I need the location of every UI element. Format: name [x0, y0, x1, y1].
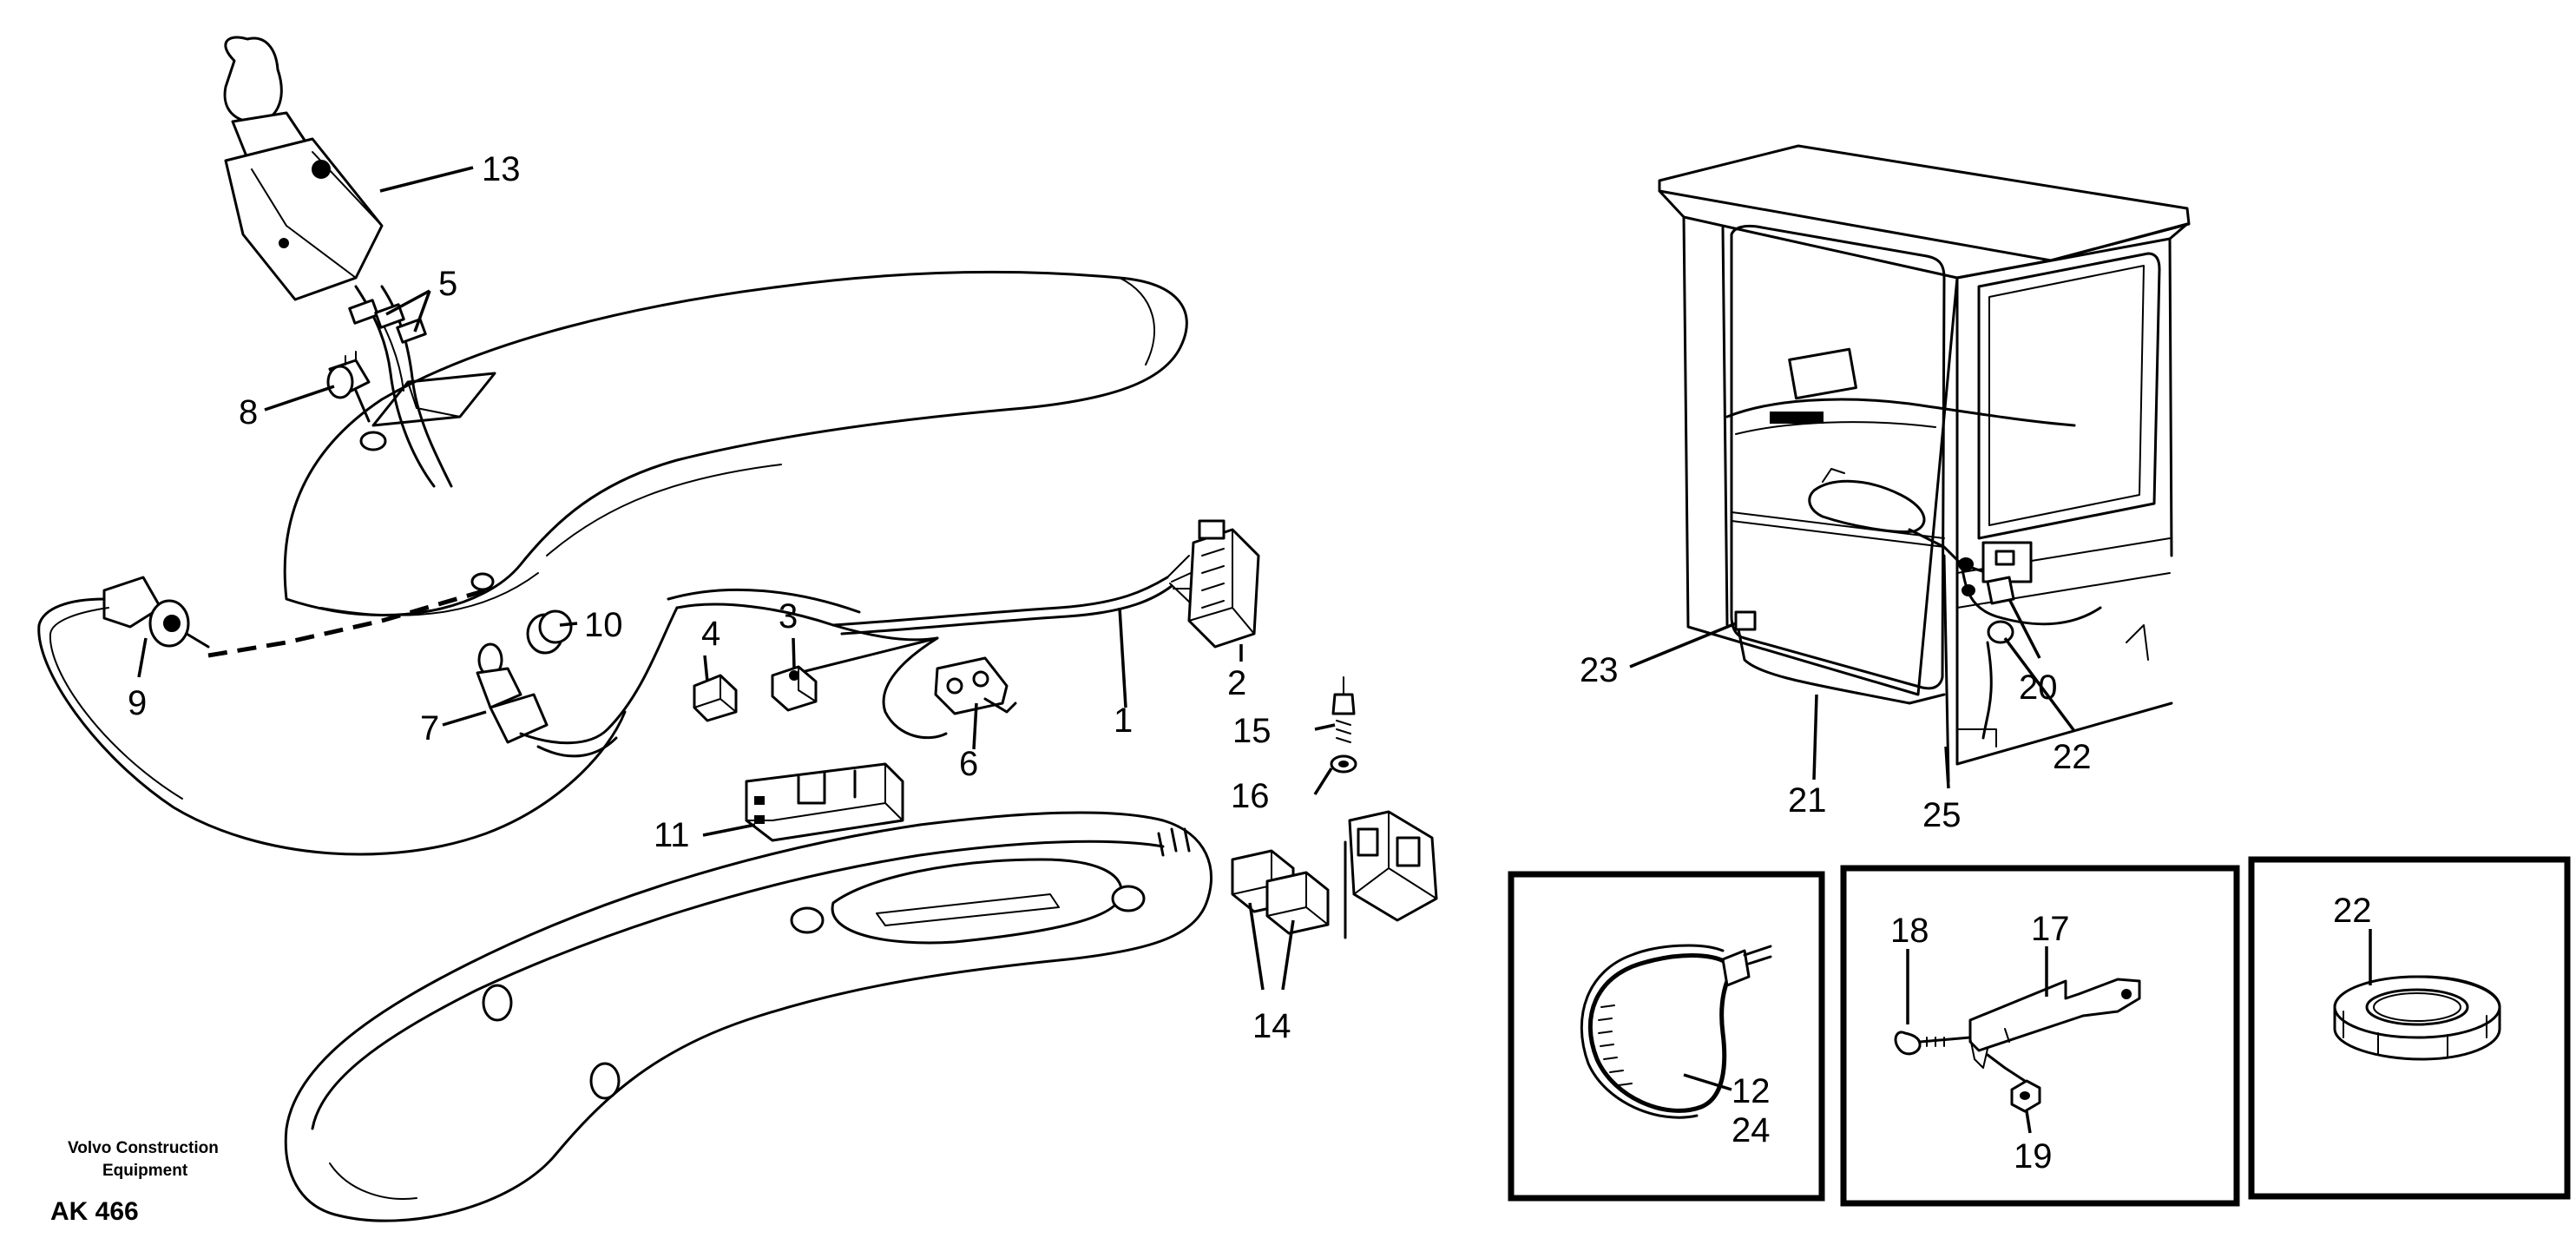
callout-2: 2 — [1227, 664, 1246, 702]
knob-8 — [326, 351, 371, 423]
relay-holder — [1344, 810, 1438, 939]
clamp-bracket — [1968, 978, 2141, 1069]
brand-line-1: Volvo Construction — [68, 1139, 219, 1157]
callout-12: 12 — [1732, 1072, 1771, 1110]
armrest-upper-cover — [283, 270, 1188, 617]
callout-25: 25 — [1922, 796, 1962, 834]
callout-14: 14 — [1252, 1007, 1291, 1045]
armrest-lower-tray — [284, 811, 1213, 1222]
switch-9 — [37, 576, 627, 856]
detail-box-nut — [2248, 856, 2571, 1200]
bolt-18 — [1894, 1031, 1972, 1056]
switch-7 — [476, 606, 679, 758]
plug-3 — [771, 665, 818, 712]
joystick-lever — [223, 36, 453, 488]
callout-19: 19 — [2014, 1137, 2053, 1176]
callout-20: 20 — [2019, 669, 2058, 707]
knob-10 — [526, 609, 573, 655]
callout-21: 21 — [1788, 781, 1827, 820]
callout-22: 22 — [2053, 738, 2092, 776]
dashed-cable-9 — [207, 588, 487, 658]
connector-2 — [1187, 519, 1260, 649]
plug-4 — [693, 674, 738, 722]
callout-7: 7 — [420, 709, 439, 748]
callout-15: 15 — [1232, 712, 1272, 750]
screw-15 — [1331, 676, 1356, 743]
callout-17: 17 — [2031, 910, 2070, 948]
callout-13: 13 — [482, 150, 521, 188]
callout-24: 24 — [1732, 1111, 1771, 1149]
callout-4: 4 — [701, 615, 720, 653]
callout-10: 10 — [584, 606, 623, 644]
wiring-harness — [667, 555, 1193, 740]
brand-line-2: Equipment — [102, 1162, 188, 1180]
detail-box-cable-tie — [1508, 871, 1825, 1202]
callout-22-detail: 22 — [2333, 892, 2372, 930]
nut-22-detail — [2333, 975, 2501, 1061]
callout-23: 23 — [1580, 651, 1619, 689]
connector-11 — [745, 762, 904, 842]
callout-3: 3 — [779, 597, 798, 636]
cable-tie — [1580, 944, 1772, 1119]
drawing-code: AK 466 — [50, 1197, 139, 1226]
leader-lines — [137, 166, 2372, 1134]
callout-16: 16 — [1231, 777, 1270, 815]
callout-11: 11 — [654, 816, 690, 854]
callout-8: 8 — [239, 393, 258, 431]
callout-9: 9 — [128, 684, 147, 722]
nut-19 — [1986, 1053, 2041, 1113]
operator-cab — [1658, 144, 2191, 783]
callout-6: 6 — [959, 745, 978, 783]
callout-1: 1 — [1114, 701, 1133, 740]
relays-14 — [1231, 849, 1330, 935]
callout-18: 18 — [1890, 912, 1929, 950]
washer-16 — [1330, 754, 1357, 774]
relay-socket-6 — [934, 656, 1017, 715]
callout-5: 5 — [438, 265, 457, 303]
